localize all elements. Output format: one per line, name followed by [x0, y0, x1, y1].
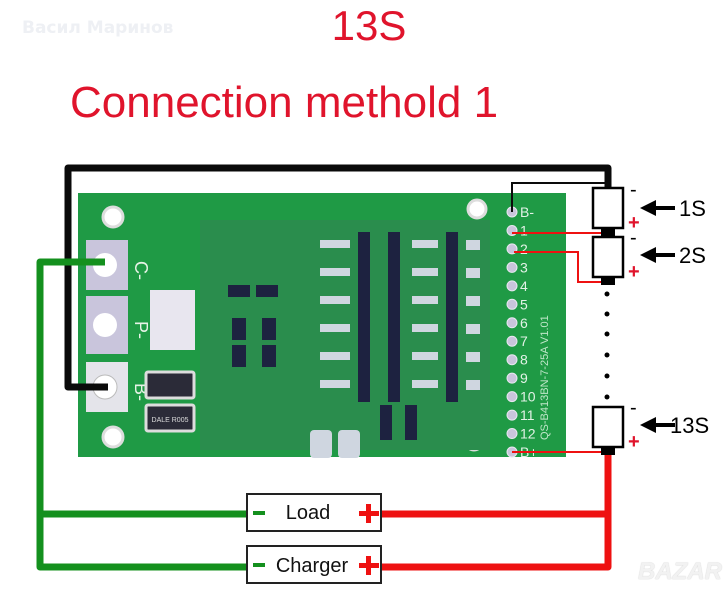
- mounting-hole: [466, 198, 488, 220]
- watermark-text: Васил Маринов: [22, 18, 174, 38]
- balance-pin: [506, 298, 518, 310]
- balance-pin-label: 7: [520, 333, 528, 349]
- cell-plus-sign: +: [628, 212, 640, 234]
- bms-board: C- P- B- DALE R005: [78, 193, 566, 460]
- wire-balance-2: [514, 251, 606, 283]
- balance-pin: [506, 317, 518, 329]
- shunt-label: DALE R005: [152, 417, 189, 424]
- mounting-hole: [101, 425, 125, 449]
- cell-minus-sign: -: [630, 179, 637, 201]
- mosfet-array: [228, 232, 458, 440]
- balance-pin-label: 3: [520, 259, 528, 275]
- cell-label: 2S: [679, 243, 706, 268]
- balance-pin: [506, 409, 518, 421]
- balance-pin-label: 5: [520, 296, 528, 312]
- balance-pin: [506, 261, 518, 273]
- title-method: Connection methold 1: [70, 78, 499, 127]
- board-silkscreen: QS-B413BN-7-25A V1.01: [539, 315, 551, 440]
- cell-1s: - + 1S: [591, 179, 706, 236]
- balance-pin-label: 6: [520, 315, 528, 331]
- balance-pin: [506, 372, 518, 384]
- mounting-hole: [101, 205, 125, 229]
- cell-label: 13S: [670, 413, 709, 438]
- balance-pin-label: B-: [520, 204, 534, 220]
- balance-pin: [506, 391, 518, 403]
- pad-label-p: P-: [131, 321, 151, 339]
- shunt-resistor: [144, 403, 196, 433]
- passive-components: [310, 240, 480, 458]
- balance-pin-label: 2: [520, 241, 528, 257]
- charger-box: Charger: [246, 545, 382, 584]
- balance-pin: [506, 354, 518, 366]
- minus-terminal: [253, 563, 265, 567]
- wire-b-minus: [64, 164, 612, 391]
- charger-label: Charger: [276, 555, 349, 577]
- balance-pin-label: 11: [520, 407, 535, 423]
- balance-pin-label: 9: [520, 370, 528, 386]
- balance-pin: [506, 280, 518, 292]
- cell-plus-sign: +: [628, 431, 640, 453]
- brand-watermark: BAZAR: [638, 558, 722, 585]
- arrow-left-icon: [640, 247, 656, 263]
- cell-plus-sign: +: [628, 261, 640, 283]
- arrow-left-icon: [640, 417, 656, 433]
- balance-pin: [506, 335, 518, 347]
- balance-pin-label: 1: [520, 222, 528, 238]
- balance-pin: [506, 428, 518, 440]
- cell-2s: - + 2S: [591, 227, 706, 285]
- balance-pin-label: 4: [520, 278, 528, 294]
- cell-minus-sign: -: [630, 397, 637, 419]
- wire-c-minus-charger: [36, 258, 250, 571]
- cell-label: 1S: [679, 196, 706, 221]
- title-cell-count: 13S: [331, 2, 407, 49]
- wire-balance-b-minus: [511, 182, 608, 212]
- via-grid: [150, 290, 195, 350]
- ellipsis-dots: [604, 291, 610, 400]
- shunt-resistor: [144, 370, 196, 400]
- component-area: [200, 220, 490, 450]
- minus-terminal: [253, 511, 265, 515]
- balance-pin-label: 12: [520, 426, 536, 442]
- cell-13s: - + 13S: [591, 397, 709, 455]
- pad-label-c: C-: [131, 261, 151, 280]
- wire-b-plus-charger: [360, 452, 612, 571]
- balance-pin-label: 10: [520, 389, 536, 405]
- cell-minus-sign: -: [630, 227, 637, 249]
- balance-pin-label: 8: [520, 352, 528, 368]
- arrow-left-icon: [640, 200, 656, 216]
- load-box: Load: [246, 493, 382, 532]
- load-label: Load: [286, 502, 331, 524]
